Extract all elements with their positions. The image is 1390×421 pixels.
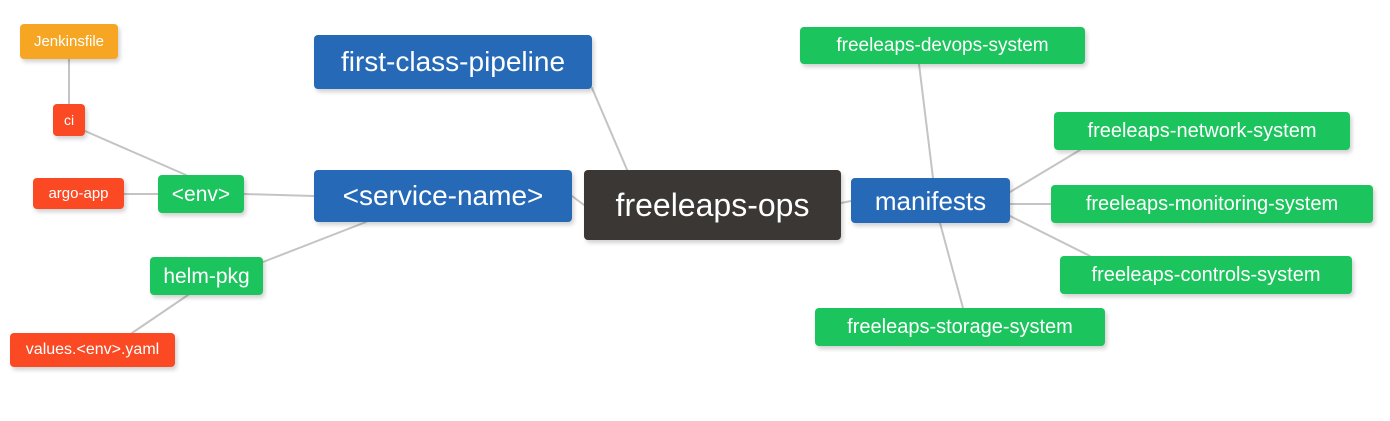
- node-label-freeleaps-controls-system: freeleaps-controls-system: [1091, 264, 1321, 286]
- node-freeleaps-network-system[interactable]: freeleaps-network-system: [1054, 112, 1350, 150]
- node-helm-pkg[interactable]: helm-pkg: [150, 257, 263, 295]
- node-first-class-pipeline[interactable]: first-class-pipeline: [314, 35, 592, 89]
- edge-service-name-to-helm-pkg: [262, 221, 367, 263]
- edge-freeleaps-ops-to-manifests: [840, 200, 852, 204]
- node-label-argo-app: argo-app: [48, 185, 109, 202]
- node-label-freeleaps-devops-system: freeleaps-devops-system: [836, 35, 1049, 56]
- node-label-values-env-yaml: values.<env>.yaml: [25, 341, 160, 358]
- node-label-manifests: manifests: [874, 185, 987, 216]
- node-label-freeleaps-ops: freeleaps-ops: [615, 187, 810, 223]
- node-label-ci: ci: [63, 112, 75, 128]
- edge-manifests-to-freeleaps-storage-system: [939, 222, 964, 309]
- node-freeleaps-monitoring-system[interactable]: freeleaps-monitoring-system: [1051, 185, 1373, 223]
- node-label-jenkinsfile: Jenkinsfile: [33, 33, 105, 50]
- node-env[interactable]: <env>: [158, 175, 244, 213]
- edge-service-name-to-env: [243, 193, 315, 197]
- node-ci[interactable]: ci: [53, 104, 85, 136]
- node-freeleaps-storage-system[interactable]: freeleaps-storage-system: [815, 308, 1105, 346]
- node-label-first-class-pipeline: first-class-pipeline: [340, 46, 566, 77]
- node-values-env-yaml[interactable]: values.<env>.yaml: [10, 333, 175, 367]
- node-manifests[interactable]: manifests: [851, 178, 1010, 223]
- node-label-freeleaps-storage-system: freeleaps-storage-system: [847, 316, 1073, 338]
- node-label-service-name: <service-name>: [342, 180, 544, 211]
- node-argo-app[interactable]: argo-app: [33, 178, 124, 209]
- node-service-name[interactable]: <service-name>: [314, 170, 572, 222]
- edge-helm-pkg-to-values-env-yaml: [131, 294, 189, 334]
- node-label-helm-pkg: helm-pkg: [163, 264, 250, 288]
- node-label-freeleaps-network-system: freeleaps-network-system: [1087, 120, 1317, 142]
- node-freeleaps-controls-system[interactable]: freeleaps-controls-system: [1060, 256, 1352, 294]
- edge-freeleaps-ops-to-service-name: [571, 195, 585, 206]
- edge-env-to-ci: [84, 130, 187, 176]
- node-jenkinsfile[interactable]: Jenkinsfile: [20, 24, 118, 59]
- edge-manifests-to-freeleaps-devops-system: [918, 63, 934, 179]
- node-label-env: <env>: [171, 182, 231, 206]
- node-freeleaps-ops[interactable]: freeleaps-ops: [584, 170, 841, 240]
- node-label-freeleaps-monitoring-system: freeleaps-monitoring-system: [1085, 193, 1339, 215]
- node-freeleaps-devops-system[interactable]: freeleaps-devops-system: [800, 27, 1085, 64]
- edge-freeleaps-ops-to-first-class-pipeline: [591, 87, 629, 173]
